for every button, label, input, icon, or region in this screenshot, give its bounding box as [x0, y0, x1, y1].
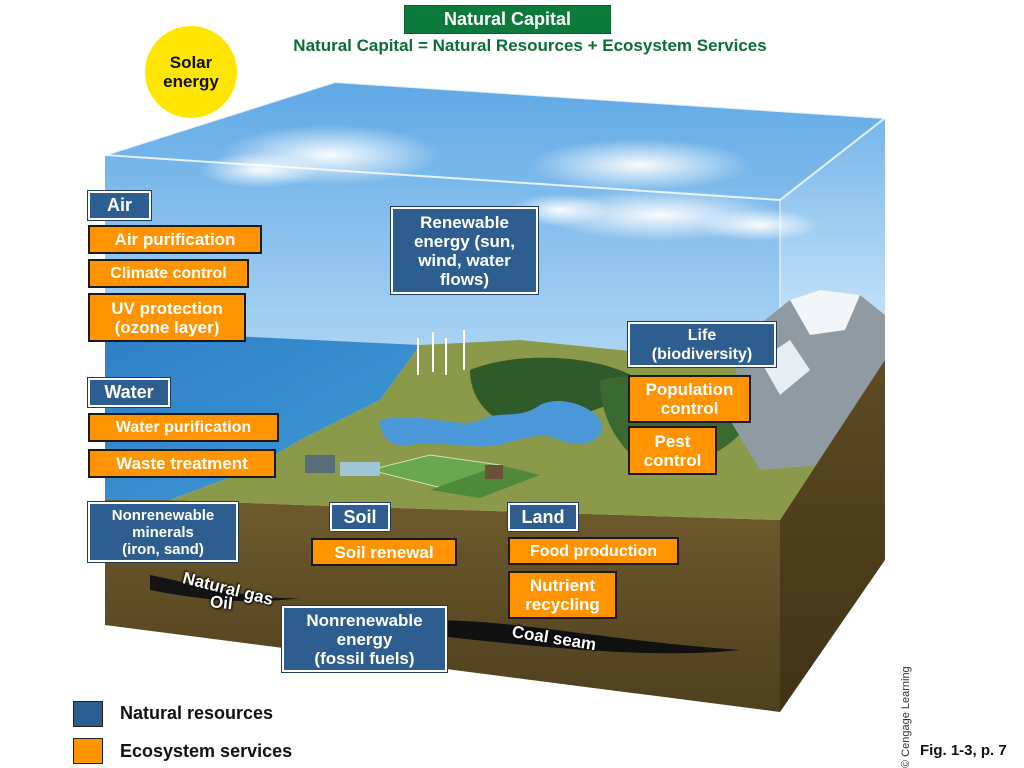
ecosystem-service-water-purification: Water purification: [88, 413, 279, 442]
natural-resource-nonrenewable-energy: Nonrenewable energy (fossil fuels): [281, 605, 448, 673]
ecosystem-service-nutrient-recycling: Nutrient recycling: [508, 571, 617, 619]
copyright-notice: © Cengage Learning: [900, 666, 912, 768]
ecosystem-service-population-control: Population control: [628, 375, 751, 423]
legend-label-ecosystem-services: Ecosystem services: [120, 741, 293, 761]
ecosystem-service-soil-renewal: Soil renewal: [311, 538, 457, 566]
treatment-plant: [305, 455, 335, 473]
ecosystem-service-food-production: Food production: [508, 537, 679, 565]
cube-top-edge: [104, 80, 886, 156]
wind-turbines: [417, 330, 465, 375]
ecosystem-service-uv-protection: UV protection (ozone layer): [88, 293, 246, 342]
legend-label-natural-resources: Natural resources: [120, 703, 274, 723]
mountain-snow: [790, 290, 860, 335]
ecosystem-service-air-purification: Air purification: [88, 225, 262, 254]
forest: [470, 357, 640, 430]
diagram-subtitle: Natural Capital = Natural Resources + Ec…: [293, 36, 767, 55]
diagram-title: Natural Capital: [404, 5, 611, 34]
natural-gas-layer: [150, 575, 300, 602]
farm-field-2: [430, 465, 540, 498]
ecosystem-service-pest-control: Pest control: [628, 426, 717, 475]
cube-side-edge: [779, 117, 886, 201]
legend-swatch-natural-resources: [73, 701, 103, 727]
ecosystem-service-climate-control: Climate control: [88, 259, 249, 288]
ecosystem-service-waste-treatment: Waste treatment: [88, 449, 276, 478]
natural-resource-soil: Soil: [329, 502, 391, 532]
legend-swatch-ecosystem-services: [73, 738, 103, 764]
river: [380, 400, 602, 447]
natural-resource-nonrenewable-minerals: Nonrenewable minerals (iron, sand): [87, 501, 239, 563]
solar-energy-sun: Solar energy: [145, 26, 237, 118]
soil-side-face: [780, 360, 885, 712]
natural-resource-renewable-energy: Renewable energy (sun, wind, water flows…: [390, 206, 539, 295]
sky-right-face: [780, 118, 885, 330]
figure-caption: Fig. 1-3, p. 7: [920, 742, 1007, 759]
natural-resource-water: Water: [87, 377, 171, 408]
clouds: [200, 125, 820, 241]
natural-resource-life: Life (biodiversity): [627, 321, 777, 368]
label-oil: Oil: [209, 592, 234, 614]
treatment-pools: [340, 462, 380, 476]
natural-resource-land: Land: [507, 502, 579, 532]
farmhouse: [485, 465, 503, 479]
natural-resource-air: Air: [87, 190, 152, 221]
coal-seam-layer: [430, 620, 740, 654]
